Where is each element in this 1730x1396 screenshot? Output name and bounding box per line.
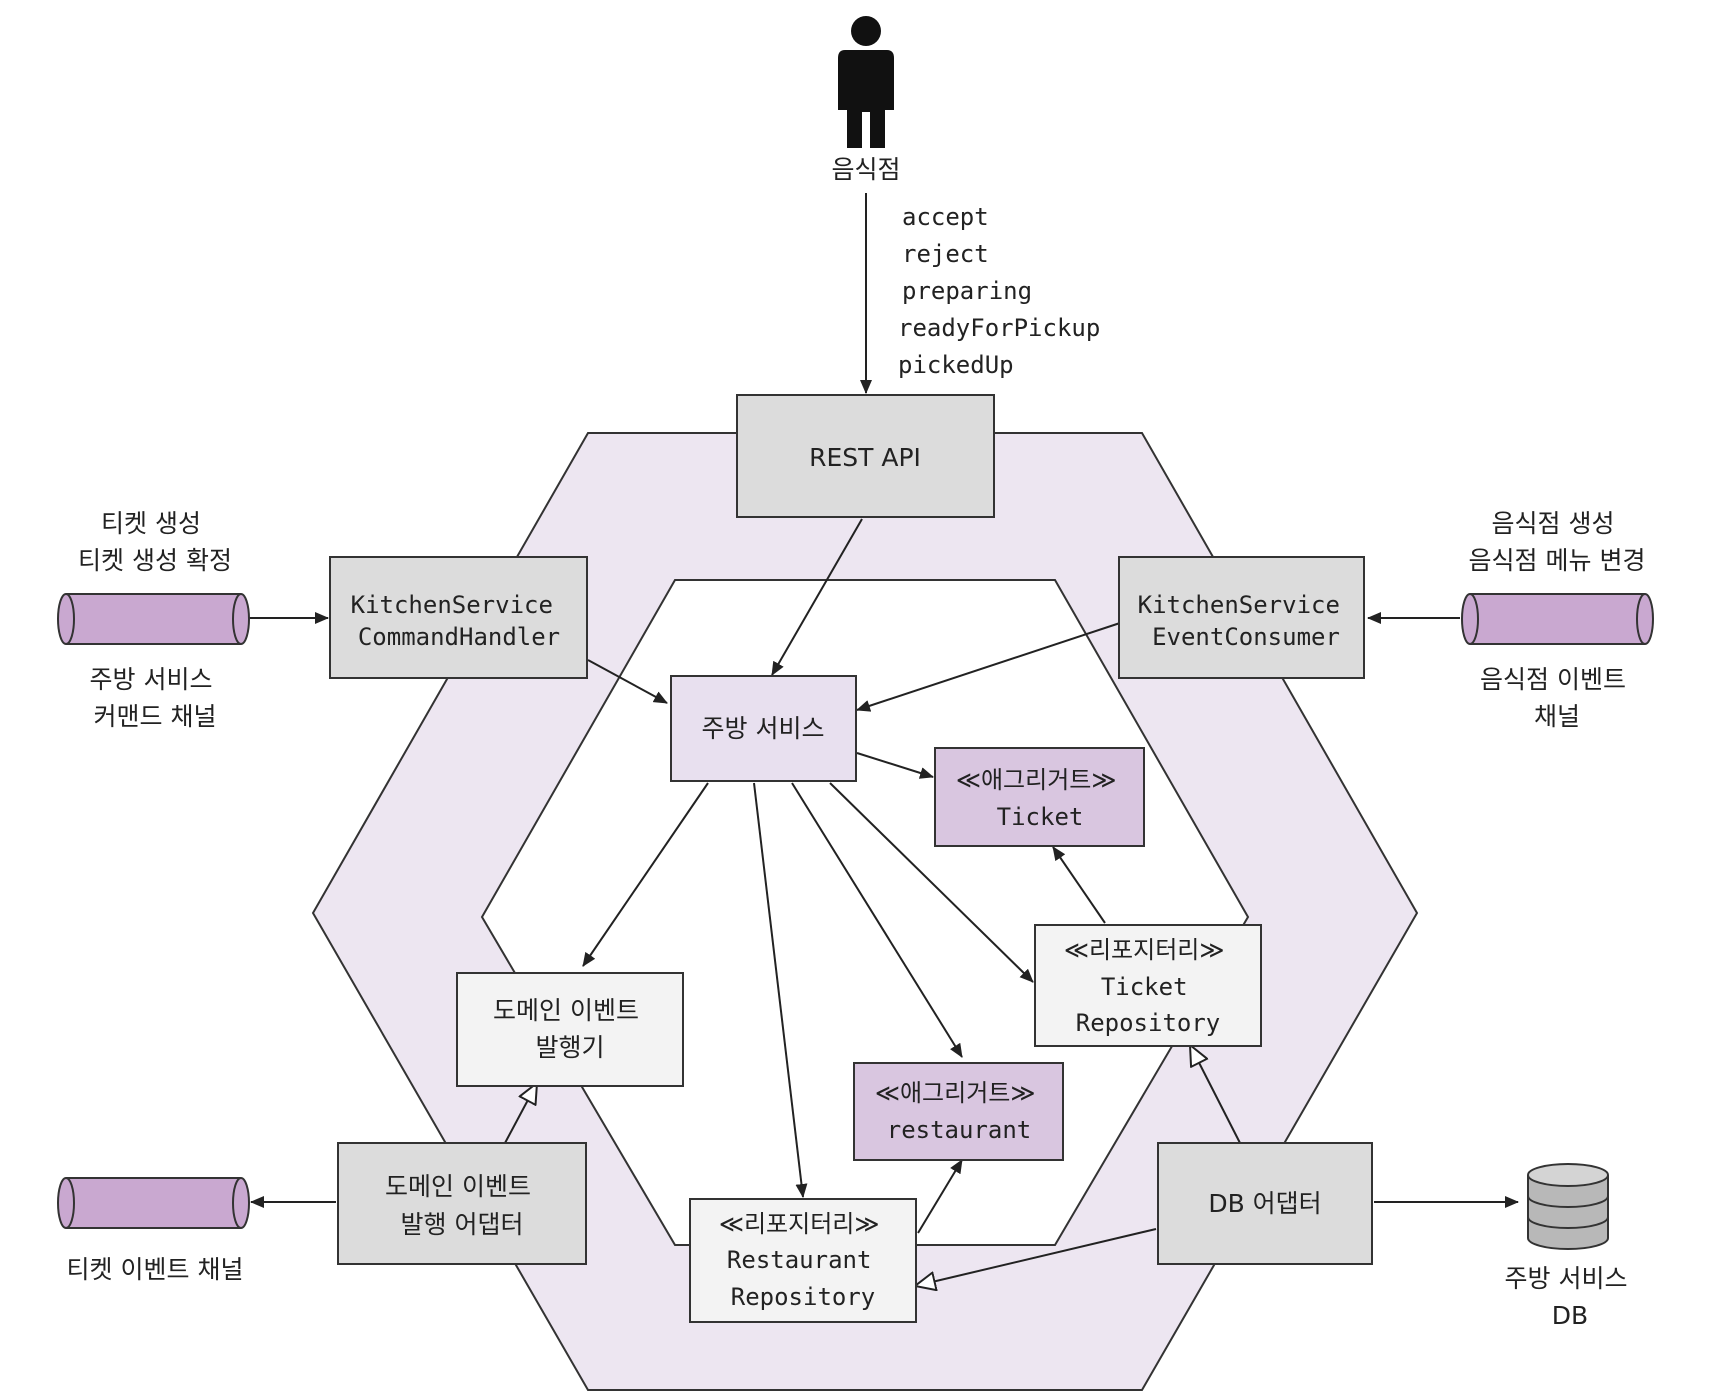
- restaurant-repository-box: [689, 1198, 917, 1323]
- restaurant-aggregate-label: ≪애그리거트≫ restaurant: [875, 1079, 1043, 1144]
- domain-event-adapter-line: 도메인 이벤트: [385, 1172, 531, 1201]
- aggregate-stereotype: ≪애그리거트≫: [956, 766, 1117, 794]
- channel-event-label: 티켓 생성: [101, 509, 201, 538]
- db-adapter-label: DB 어댑터: [1208, 1189, 1321, 1218]
- command-handler-line: CommandHandler: [358, 623, 560, 651]
- command-channel-events: 티켓 생성 티켓 생성 확정: [78, 509, 232, 575]
- database-label: 주방 서비스 DB: [1505, 1264, 1636, 1330]
- ticket-aggregate-label: ≪애그리거트≫ Ticket: [956, 766, 1124, 831]
- command-handler-to-service-arrow: [587, 659, 668, 704]
- actor-label: 음식점: [831, 155, 900, 184]
- database-label-line: 주방 서비스: [1505, 1264, 1628, 1293]
- domain-event-adapter-box: [337, 1142, 587, 1265]
- ticket-repository-line: Ticket: [1101, 973, 1188, 1001]
- database-icon: [1527, 1163, 1609, 1250]
- rest-to-service-arrow: [771, 518, 863, 676]
- channel-event-label: 음식점 생성: [1492, 509, 1615, 538]
- restaurant-repository-line: Restaurant: [727, 1246, 872, 1274]
- channel-event-label: 음식점 메뉴 변경: [1469, 546, 1646, 575]
- aggregate-stereotype: ≪애그리거트≫: [875, 1079, 1036, 1107]
- repository-stereotype: ≪리포지터리≫: [1064, 936, 1225, 964]
- service-to-ticket-repository-arrow: [829, 782, 1034, 983]
- command-handler-line: KitchenService: [351, 591, 553, 619]
- db-adapter-implements-ticket-repository: [1190, 1045, 1241, 1144]
- rest-operations-list: accept reject preparing readyForPickup p…: [898, 203, 1100, 379]
- domain-event-publisher-label: 도메인 이벤트 발행기: [493, 996, 647, 1062]
- rest-operation: readyForPickup: [898, 314, 1100, 342]
- rest-api-adapter: [736, 394, 995, 518]
- db-adapter-box: [1157, 1142, 1373, 1265]
- domain-event-adapter-line: 발행 어댑터: [401, 1210, 524, 1239]
- ticket-repository-label: ≪리포지터리≫ Ticket Repository: [1064, 936, 1232, 1037]
- repository-stereotype: ≪리포지터리≫: [719, 1210, 880, 1238]
- db-adapter-implements-restaurant-repository: [915, 1228, 1157, 1286]
- command-channel-label: 주방 서비스 커맨드 채널: [90, 665, 221, 731]
- command-channel-cylinder: [57, 593, 250, 645]
- kitchen-service-label: 주방 서비스: [702, 714, 825, 743]
- service-to-ticket-arrow: [856, 752, 934, 779]
- command-handler-label: KitchenService CommandHandler: [351, 591, 568, 651]
- kitchen-service-box: [670, 675, 857, 782]
- event-consumer-line: EventConsumer: [1152, 623, 1340, 651]
- channel-name: 커맨드 채널: [94, 702, 217, 731]
- restaurant-repository-line: Repository: [731, 1283, 876, 1311]
- service-to-restaurant-arrow: [791, 782, 963, 1058]
- rest-operation: pickedUp: [898, 351, 1014, 379]
- ticket-event-channel-label: 티켓 이벤트 채널: [67, 1255, 244, 1284]
- restaurant-aggregate-name: restaurant: [887, 1116, 1032, 1144]
- domain-event-adapter-label: 도메인 이벤트 발행 어댑터: [385, 1172, 539, 1239]
- event-consumer-line: KitchenService: [1138, 591, 1340, 619]
- rest-api-label: REST API: [809, 443, 921, 472]
- channel-name: 주방 서비스: [90, 665, 213, 694]
- service-to-restaurant-repository-arrow: [753, 782, 808, 1198]
- rest-operation: reject: [902, 240, 989, 268]
- command-handler-adapter: [329, 556, 588, 679]
- domain-event-publisher-line: 도메인 이벤트: [493, 996, 639, 1025]
- ticket-repository-to-ticket-arrow: [1052, 846, 1106, 924]
- channel-name: 채널: [1534, 702, 1580, 731]
- event-consumer-to-service-arrow: [856, 622, 1121, 712]
- event-consumer-adapter: [1118, 556, 1365, 679]
- event-adapter-implements-publisher: [504, 1083, 537, 1144]
- database-label-line: DB: [1552, 1301, 1588, 1330]
- rest-operation: accept: [902, 203, 989, 231]
- domain-event-publisher-box: [456, 972, 684, 1087]
- restaurant-event-channel-cylinder: [1461, 593, 1654, 645]
- ticket-event-channel-cylinder: [57, 1177, 250, 1229]
- ticket-aggregate-name: Ticket: [997, 803, 1084, 831]
- restaurant-repository-label: ≪리포지터리≫ Restaurant Repository: [719, 1210, 887, 1311]
- ticket-repository-line: Repository: [1076, 1009, 1221, 1037]
- rest-operation: preparing: [902, 277, 1032, 305]
- ticket-repository-box: [1034, 924, 1262, 1047]
- restaurant-aggregate-box: [853, 1062, 1064, 1161]
- person-icon: [838, 16, 894, 148]
- restaurant-channel-label: 음식점 이벤트 채널: [1480, 665, 1634, 731]
- channel-name: 음식점 이벤트: [1480, 665, 1626, 694]
- service-to-publisher-arrow: [582, 782, 709, 967]
- restaurant-channel-events: 음식점 생성 음식점 메뉴 변경: [1469, 509, 1646, 575]
- restaurant-repository-to-restaurant-arrow: [917, 1159, 963, 1234]
- ticket-aggregate-box: [934, 747, 1145, 847]
- domain-event-publisher-line: 발행기: [535, 1033, 604, 1062]
- channel-event-label: 티켓 생성 확정: [78, 546, 232, 575]
- event-consumer-label: KitchenService EventConsumer: [1138, 591, 1355, 651]
